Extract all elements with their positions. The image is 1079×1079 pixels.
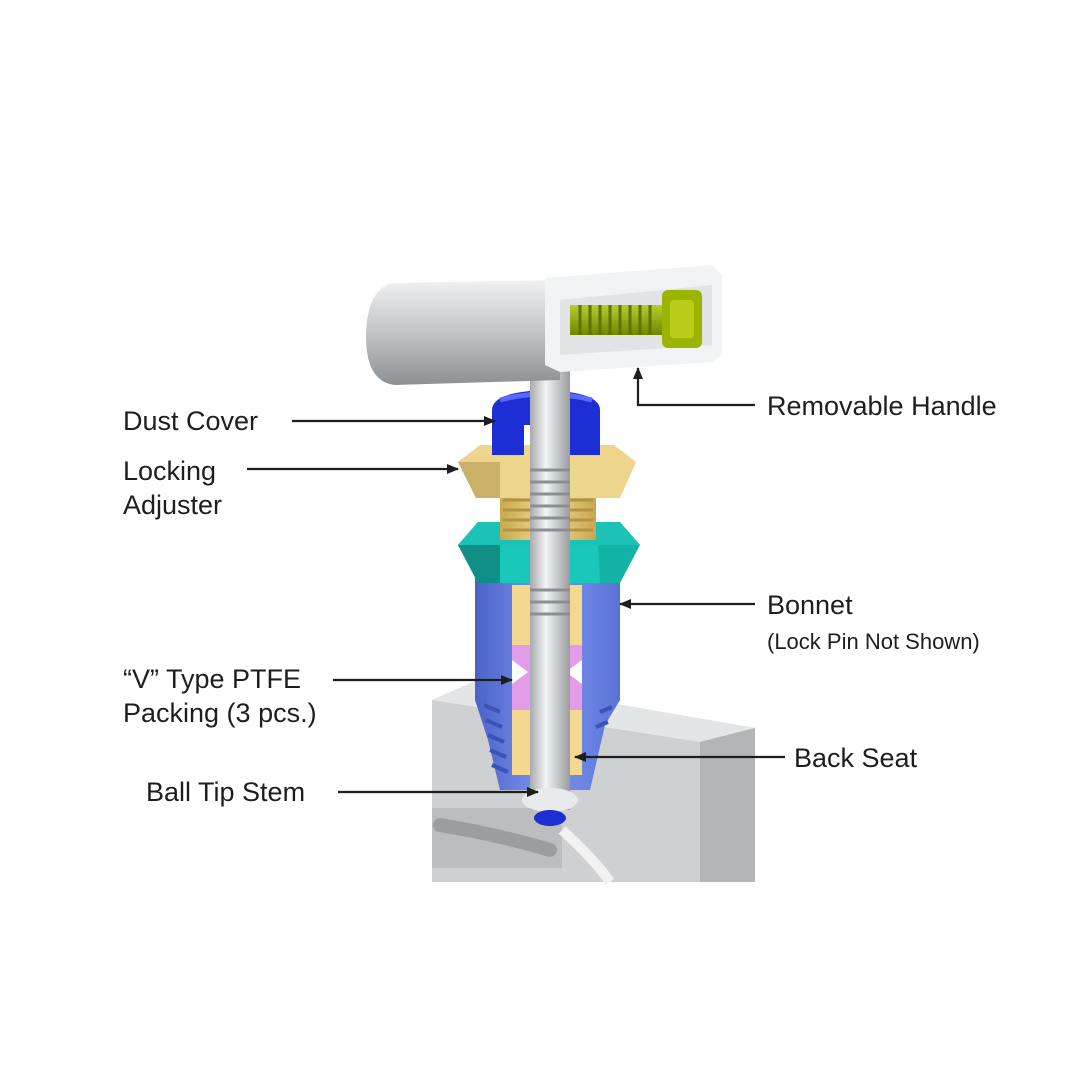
- label-packing-line1: “V” Type PTFE: [123, 664, 302, 694]
- label-packing-line2: Packing (3 pcs.): [123, 698, 317, 728]
- label-ball-tip-stem: Ball Tip Stem: [146, 777, 306, 807]
- label-dust-cover: Dust Cover: [123, 406, 259, 436]
- label-removable-handle: Removable Handle: [767, 391, 997, 421]
- label-bonnet: Bonnet: [767, 590, 853, 620]
- arrow-removable-handle: [633, 367, 755, 407]
- callout-arrows: [247, 367, 785, 797]
- label-bonnet-note: (Lock Pin Not Shown): [767, 629, 980, 654]
- label-back-seat: Back Seat: [794, 743, 918, 773]
- label-locking-adjuster-line1: Locking: [123, 456, 217, 486]
- label-locking-adjuster-line2: Adjuster: [123, 490, 223, 520]
- removable-handle: [365, 265, 722, 385]
